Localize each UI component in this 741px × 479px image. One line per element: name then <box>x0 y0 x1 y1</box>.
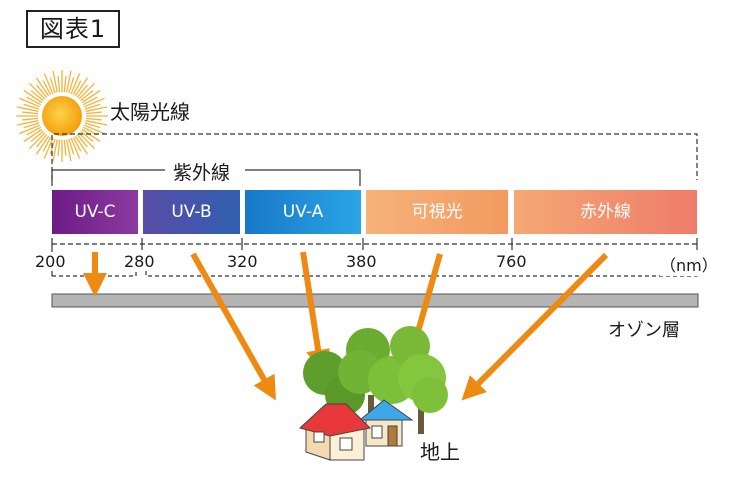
tick-label-200: 200 <box>35 252 66 271</box>
sun-icon <box>16 70 108 162</box>
ground-label: 地上 <box>420 440 460 464</box>
ozone-layer <box>51 293 699 308</box>
trees-icon <box>303 326 448 435</box>
tick-label-380: 380 <box>346 252 377 271</box>
tick-label-280: 280 <box>124 252 155 271</box>
band-label-uvc: UV-C <box>74 202 116 222</box>
arrow-infrared <box>461 252 609 401</box>
band-label-uvb: UV-B <box>171 202 212 222</box>
band-visible <box>366 190 508 234</box>
band-uvb <box>143 190 240 234</box>
uv-label: 紫外線 <box>170 158 234 185</box>
houses-icon <box>298 399 414 461</box>
figure-label: 図表1 <box>26 10 120 48</box>
arrow-uvb <box>190 252 276 401</box>
band-label-infrared: 赤外線 <box>580 202 631 222</box>
tick-label-320: 320 <box>227 252 258 271</box>
spectrum-bands <box>52 190 697 234</box>
arrow-uva <box>300 251 331 374</box>
sunlight-label: 太陽光線 <box>110 100 190 124</box>
ozone-label: オゾン層 <box>608 320 680 341</box>
band-label-uva: UV-A <box>282 202 324 222</box>
band-infrared <box>514 190 697 234</box>
uv-bracket <box>51 169 361 186</box>
unit-label: （nm） <box>660 252 718 276</box>
band-uvc <box>52 190 138 234</box>
ray-arrows <box>83 251 609 401</box>
sunlight-bracket <box>51 133 698 180</box>
band-uva <box>245 190 361 234</box>
tick-label-760: 760 <box>496 252 527 271</box>
band-label-visible: 可視光 <box>411 202 463 222</box>
